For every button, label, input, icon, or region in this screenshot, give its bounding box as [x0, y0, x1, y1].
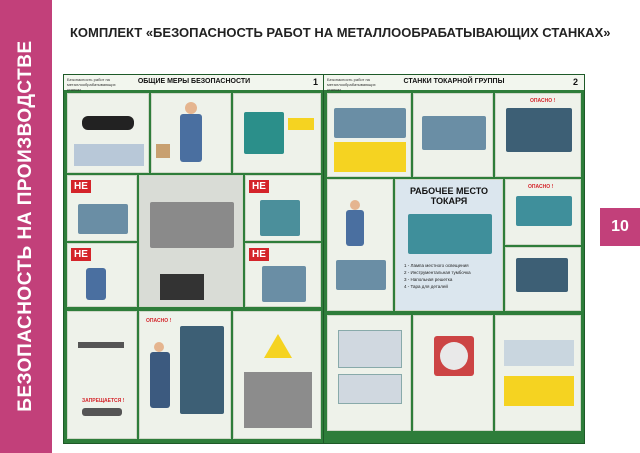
- workplace-title: РАБОЧЕЕ МЕСТО ТОКАРЯ: [409, 186, 489, 206]
- long-stock-panel: [505, 247, 581, 311]
- workplace-panel: РАБОЧЕЕ МЕСТО ТОКАРЯ 1 - Лампа местного …: [395, 179, 503, 311]
- lathe-icon: [336, 260, 386, 290]
- ne-label: НЕ: [249, 180, 269, 193]
- grinder-icon: [150, 202, 234, 248]
- workplace-legend: 1 - Лампа местного освещения 2 - Инструм…: [404, 262, 471, 290]
- workplace-lathe-icon: [408, 214, 492, 254]
- rule-panel-3: НЕ: [67, 243, 137, 307]
- poster-header: Безопасность работ на металлообрабатываю…: [324, 75, 584, 92]
- poster-title: СТАНКИ ТОКАРНОЙ ГРУППЫ: [403, 78, 505, 85]
- poster-number: 2: [572, 77, 578, 87]
- goggles-icon: [82, 116, 134, 130]
- spindle-icon: [516, 258, 568, 292]
- poster-header-small-text: Безопасность работ на металлообрабатываю…: [327, 77, 376, 92]
- chart-drawing: [504, 340, 574, 366]
- legend-item: 3 - Напольная решетка: [404, 277, 453, 282]
- poster-number: 1: [312, 77, 318, 87]
- clamping-panel: [413, 315, 493, 431]
- worker-head-icon: [185, 102, 197, 114]
- chuck-face-icon: [440, 342, 468, 370]
- center-panel: [139, 175, 243, 307]
- ne-label: НЕ: [249, 248, 269, 261]
- warning-label: ОПАСНО !: [146, 318, 172, 324]
- chuck-panel: ОПАСНО !: [495, 93, 581, 177]
- worker-figure: [150, 352, 170, 408]
- danger-zones-panel: [327, 93, 411, 177]
- rule-panel-1: НЕ: [67, 175, 137, 241]
- machine-tower-icon: [180, 326, 224, 414]
- worker-head-icon: [154, 342, 164, 352]
- worker-figure: [180, 114, 202, 162]
- lathe-icon: [516, 196, 572, 226]
- tool-drawing: [338, 330, 402, 368]
- side-label: БЕЗОПАСНОСТЬ НА ПРОИЗВОДСТВЕ: [15, 40, 36, 412]
- side-band: БЕЗОПАСНОСТЬ НА ПРОИЗВОДСТВЕ: [0, 0, 52, 453]
- lathe-icon: [334, 108, 406, 138]
- worker-head-icon: [350, 200, 360, 210]
- rule-panel-2: НЕ: [245, 175, 321, 241]
- chuck-icon: [506, 108, 572, 152]
- drill-icon: [260, 200, 300, 236]
- poster-header-small-text: Безопасность работ на металлообрабатываю…: [67, 77, 116, 92]
- operator-panel: ОПАСНО !: [139, 311, 231, 439]
- tool-drawing: [338, 374, 402, 404]
- goggles-panel: [67, 93, 149, 173]
- poster-lathes: Безопасность работ на металлообрабатываю…: [323, 74, 585, 444]
- steady-rest-panel: [327, 315, 411, 431]
- legend-item: 2 - Инструментальная тумбочка: [404, 270, 471, 275]
- warning-label: ОПАСНО !: [530, 98, 556, 104]
- workwear-panel: [151, 93, 231, 173]
- wiring-diagram: [160, 274, 204, 300]
- page-title: КОМПЛЕКТ «БЕЗОПАСНОСТЬ РАБОТ НА МЕТАЛЛОО…: [70, 25, 611, 40]
- legend-item: 4 - Тара для деталей: [404, 284, 448, 289]
- warning-label: ЗАПРЕЩАЕТСЯ !: [82, 398, 125, 404]
- rule-panel-4: НЕ: [245, 243, 321, 307]
- brush-icon: [82, 408, 122, 416]
- ne-label: НЕ: [71, 248, 91, 261]
- chuck-key-panel: [327, 179, 393, 311]
- lathe-icon: [422, 116, 486, 150]
- page-number-badge: 10: [600, 208, 640, 246]
- fencing-panel: ОПАСНО !: [505, 179, 581, 245]
- worker-figure: [86, 268, 106, 300]
- machine-icon: [244, 112, 284, 154]
- danger-zones-table: [334, 142, 406, 172]
- poster-header: Безопасность работ на металлообрабатываю…: [64, 75, 324, 92]
- hook-icon: [78, 342, 124, 348]
- floor-scene: [244, 372, 312, 428]
- lathe-check-panel: [413, 93, 493, 177]
- legend-item: 1 - Лампа местного освещения: [404, 263, 469, 268]
- shoe-icon: [156, 144, 170, 158]
- speed-table: [504, 376, 574, 406]
- warning-label: ОПАСНО !: [528, 184, 554, 190]
- ne-label: НЕ: [71, 180, 91, 193]
- poster-title: ОБЩИЕ МЕРЫ БЕЗОПАСНОСТИ: [137, 78, 251, 85]
- machine-guard-panel: [233, 93, 321, 173]
- lens-table: [74, 144, 144, 166]
- milling-icon: [262, 266, 306, 302]
- electric-hazard-icon: [264, 334, 292, 358]
- cleanliness-panel: [233, 311, 321, 439]
- lathe-icon: [78, 204, 128, 234]
- speed-chart-panel: [495, 315, 581, 431]
- guard-label: [288, 118, 314, 130]
- poster-general-safety: Безопасность работ на металлообрабатываю…: [63, 74, 325, 444]
- worker-figure: [346, 210, 364, 246]
- chip-removal-panel: ЗАПРЕЩАЕТСЯ !: [67, 311, 137, 439]
